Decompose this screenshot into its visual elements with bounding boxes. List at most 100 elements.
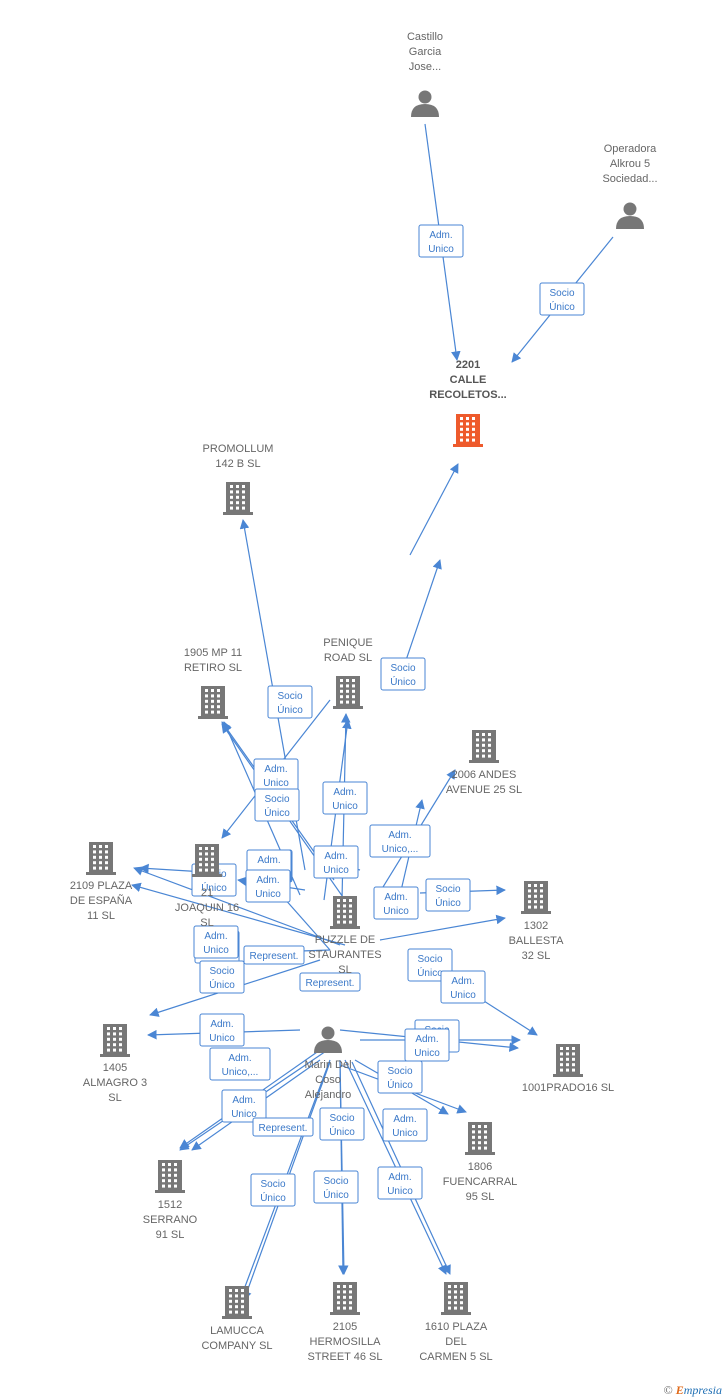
building-window (472, 433, 475, 437)
building-window (236, 490, 239, 494)
edge-label-text: Adm. (388, 1172, 411, 1183)
building-window (337, 904, 340, 908)
node-calle[interactable]: 2201CALLERECOLETOS... (429, 359, 507, 447)
node-label: SL (108, 1092, 121, 1104)
edge-label-text: Único (329, 1125, 355, 1138)
building-window (343, 1306, 346, 1310)
building-window (484, 1125, 487, 1128)
building-window (205, 868, 208, 872)
person-body-shape (616, 216, 644, 229)
building-window (540, 894, 543, 898)
building-window (478, 1146, 481, 1150)
building-base (223, 512, 253, 515)
building-window (99, 850, 102, 854)
node-label: 32 SL (522, 950, 551, 962)
edge-label: Adm.Unico,... (369, 824, 431, 858)
node-label: 1610 PLAZA (425, 1321, 488, 1333)
edge-label-text: Unico (209, 1033, 235, 1044)
person-icon (411, 90, 439, 117)
person-head-shape (623, 202, 637, 216)
building-window (113, 1048, 116, 1052)
building-window (337, 1290, 340, 1294)
edge-arrow (379, 914, 506, 941)
edge-label-text: Socio (323, 1176, 348, 1187)
building-window (349, 1306, 352, 1310)
building-window (205, 705, 208, 709)
building-window (534, 884, 537, 887)
building-window (572, 1068, 575, 1072)
building-window (93, 845, 96, 848)
node-prado[interactable]: 1001PRADO16 SL (522, 1044, 614, 1094)
building-window (162, 1173, 165, 1177)
edge-label-text: Socio (390, 663, 415, 674)
building-window (337, 899, 340, 902)
building-window (99, 855, 102, 859)
building-icon (86, 842, 116, 875)
building-window (346, 695, 349, 699)
building-icon (192, 844, 222, 877)
building-icon (223, 482, 253, 515)
node-label: 11 SL (87, 910, 115, 922)
edge-label-text: Represent. (250, 951, 299, 962)
edge-label: Adm.Unico (253, 758, 299, 792)
node-label: 2201 (456, 359, 480, 371)
edge-label: Adm.Unico (193, 925, 239, 959)
edge-label-text: Único (209, 978, 235, 991)
building-window (107, 1048, 110, 1052)
building-icon (553, 1044, 583, 1077)
node-castillo[interactable]: CastilloGarciaJose... (407, 31, 443, 117)
building-window (211, 857, 214, 861)
building-window (466, 422, 469, 426)
building-window (478, 1135, 481, 1139)
building-window (528, 889, 531, 893)
building-window (528, 884, 531, 887)
building-window (168, 1179, 171, 1183)
node-label: Castillo (407, 31, 443, 43)
building-window (482, 743, 485, 747)
building-window (472, 1130, 475, 1134)
building-window (229, 1310, 232, 1314)
building-window (229, 1299, 232, 1303)
building-icon (330, 1282, 360, 1315)
node-label: ROAD SL (324, 652, 372, 664)
building-window (460, 417, 463, 420)
building-window (460, 1290, 463, 1294)
building-window (488, 749, 491, 753)
building-window (93, 850, 96, 854)
building-window (337, 1306, 340, 1310)
building-window (572, 1057, 575, 1061)
building-window (349, 1285, 352, 1288)
edge-label: Adm.Unico,... (209, 1047, 271, 1081)
edge-label-text: Adm. (232, 1095, 255, 1106)
building-icon (330, 896, 360, 929)
building-window (337, 909, 340, 913)
building-base (222, 1316, 252, 1319)
edge-arrow (133, 866, 341, 946)
edge-label-text: Socio (329, 1113, 354, 1124)
building-window (205, 710, 208, 714)
building-icon (155, 1160, 185, 1193)
node-label: CALLE (450, 374, 487, 386)
building-window (472, 427, 475, 431)
building-window (448, 1290, 451, 1294)
edge-label-text: Único (417, 966, 443, 979)
building-window (99, 861, 102, 865)
